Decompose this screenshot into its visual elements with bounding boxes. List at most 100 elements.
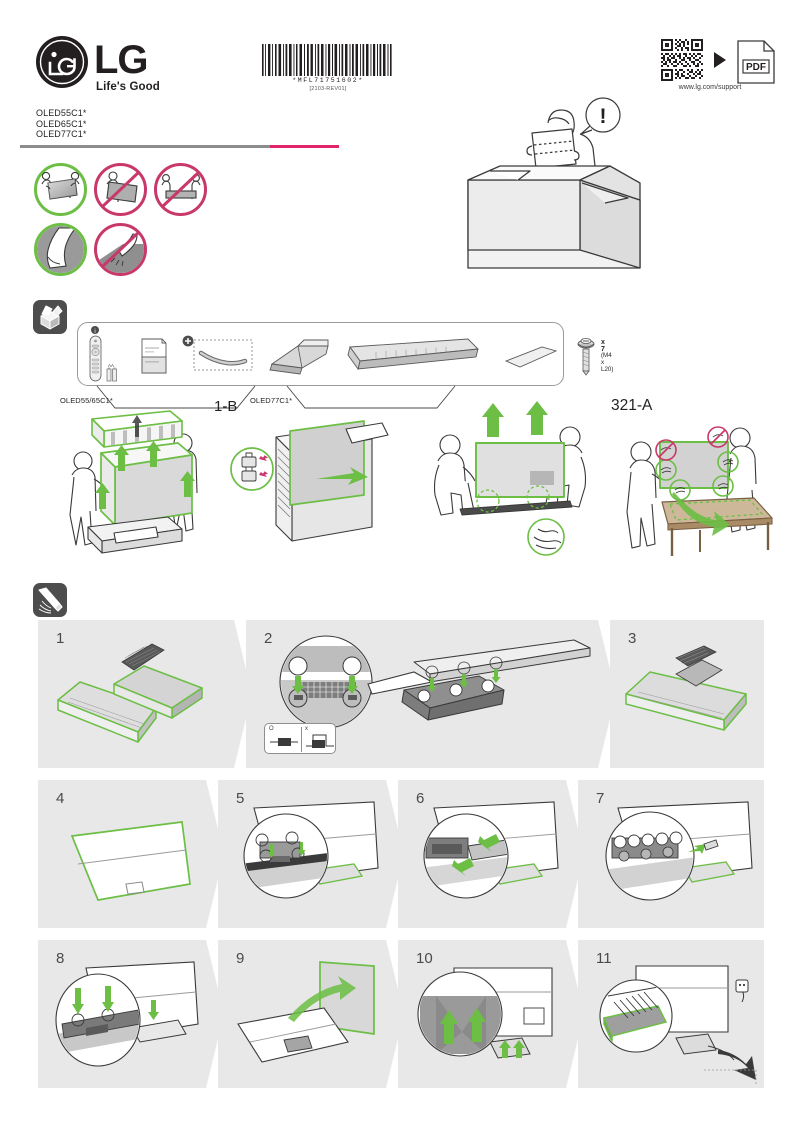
assembly-panel-10: 10 xyxy=(398,940,566,1088)
lg-logo-face-icon xyxy=(37,37,87,87)
step-divider-chevron xyxy=(234,620,252,768)
svg-text:i: i xyxy=(94,329,95,335)
step-divider-chevron xyxy=(386,940,404,1088)
unbox-illustration-lift-tv xyxy=(433,401,587,556)
ox-divider xyxy=(301,727,302,752)
assembly-step-row-3: 8 xyxy=(38,940,764,1088)
safety-icon-no-press-screen xyxy=(93,222,148,277)
pdf-file-icon: PDF xyxy=(737,40,775,84)
section-badge-parts xyxy=(33,300,67,334)
correct-incorrect-box: O x xyxy=(264,723,336,754)
assembly-panel-6: 6 xyxy=(398,780,566,928)
step-number: 9 xyxy=(236,950,245,967)
step-divider-chevron xyxy=(566,940,584,1088)
safety-icon-no-carry-one-person xyxy=(93,162,148,217)
assembly-panel-3: 3 xyxy=(610,620,764,768)
model-number: OLED65C1* xyxy=(36,118,87,129)
svg-text:PDF: PDF xyxy=(746,62,766,73)
qr-code-icon[interactable] xyxy=(660,38,704,82)
screw-count-label: x 7 xyxy=(601,339,605,353)
support-url: www.lg.com/support xyxy=(678,84,742,91)
part-stand-cover-bar xyxy=(347,338,479,371)
step-number: 10 xyxy=(416,950,433,967)
assembly-panel-4: 4 xyxy=(38,780,206,928)
parts-list-panel: i AA xyxy=(77,322,613,386)
assembly-panel-1: 1 xyxy=(38,620,234,768)
illustration-lift-tv-upright xyxy=(237,961,375,1063)
assembly-panel-7: 7 xyxy=(578,780,764,928)
parts-leader-lines xyxy=(96,385,456,409)
part-screw xyxy=(577,338,595,376)
model-number: OLED55C1* xyxy=(36,108,87,118)
screwdriver-icon xyxy=(38,587,63,614)
ox-incorrect-diagram xyxy=(306,734,334,748)
safety-icon-grid xyxy=(33,162,208,280)
step-number: 7 xyxy=(596,790,605,807)
safety-icon-carry-two-people-edges xyxy=(33,162,88,217)
ox-correct-diagram xyxy=(270,738,298,746)
illustration-fasten-screws xyxy=(605,801,753,901)
document-header: LG Life's Good OLED55C1* OLED65C1* OLED7… xyxy=(0,0,802,160)
assembly-panel-11: 11 xyxy=(578,940,764,1088)
step-divider-chevron xyxy=(566,780,584,928)
step-number: 1 xyxy=(56,630,65,647)
step-number: 4 xyxy=(56,790,65,807)
illustration-route-cables-connect-power xyxy=(599,965,757,1084)
step-number: 11 xyxy=(596,950,612,967)
model-number: OLED77C1* xyxy=(36,129,87,140)
barcode-number: *MFL71751602* xyxy=(292,77,364,84)
lg-logo: LG Life's Good xyxy=(36,36,176,98)
assembly-step-row-2: 4 5 xyxy=(38,780,764,928)
unbox-read-manual-illustration: ! xyxy=(460,88,670,273)
label-step-321a: 321-A xyxy=(611,397,653,414)
part-cable-holder-optional xyxy=(182,335,253,371)
section-badge-assembly xyxy=(33,583,67,617)
step-divider-chevron xyxy=(206,940,224,1088)
ox-correct-mark: O xyxy=(269,726,274,732)
assembly-panel-8: 8 xyxy=(38,940,206,1088)
attention-mark: ! xyxy=(600,105,607,128)
label-oled77: OLED77C1* xyxy=(250,396,293,405)
svg-text:AA: AA xyxy=(108,363,114,368)
lg-tagline: Life's Good xyxy=(96,81,160,93)
illustration-cover-attached xyxy=(625,645,747,731)
label-step-1b: 1-B xyxy=(214,398,238,415)
assembly-panel-2: 2 xyxy=(246,620,598,768)
part-user-manual xyxy=(141,338,167,374)
illustration-tv-face-down-on-table xyxy=(70,821,191,901)
illustration-press-down-cover xyxy=(55,961,199,1067)
part-stand-base-plate xyxy=(269,339,329,375)
illustration-position-stand-on-tv xyxy=(243,801,379,899)
play-arrow-icon xyxy=(714,52,726,68)
step-divider-chevron xyxy=(206,780,224,928)
assembly-panel-5: 5 xyxy=(218,780,386,928)
step-divider-chevron xyxy=(598,620,616,768)
assembly-step-row-1: 1 xyxy=(38,620,764,768)
unbox-illustration-77 xyxy=(230,420,389,542)
model-number-list: OLED55C1* OLED65C1* OLED77C1* xyxy=(36,108,86,140)
rule-pink-segment xyxy=(270,145,339,148)
illustration-stand-parts-laid-out xyxy=(57,643,203,743)
illustration-attach-back-cover xyxy=(417,967,553,1059)
ox-incorrect-mark: x xyxy=(305,726,308,732)
assembly-panel-9: 9 xyxy=(218,940,386,1088)
header-rule xyxy=(20,145,339,148)
illustration-align-cover-to-base xyxy=(279,635,591,729)
safety-icon-hold-by-frame-gloves xyxy=(33,222,88,277)
illustration-slide-stand-into-slot xyxy=(423,801,559,899)
screw-spec-label: (M4 x L20) xyxy=(601,352,614,373)
step-number: 5 xyxy=(236,790,245,807)
label-oled55-65: OLED55/65C1* xyxy=(60,396,113,405)
barcode-icon xyxy=(262,44,392,76)
open-box-icon xyxy=(40,305,63,330)
qr-support-block: PDF www.lg.com/support xyxy=(660,38,780,96)
barcode-block: *MFL71751602* [2103-REV01] xyxy=(258,44,398,92)
step-number: 2 xyxy=(264,630,273,647)
unbox-illustration-55-65 xyxy=(69,410,198,554)
barcode-revision: [2103-REV01] xyxy=(309,86,347,92)
step-number: 3 xyxy=(628,630,637,647)
part-small-plate xyxy=(504,346,558,368)
lg-wordmark: LG xyxy=(94,38,149,82)
step-number: 8 xyxy=(56,950,65,967)
